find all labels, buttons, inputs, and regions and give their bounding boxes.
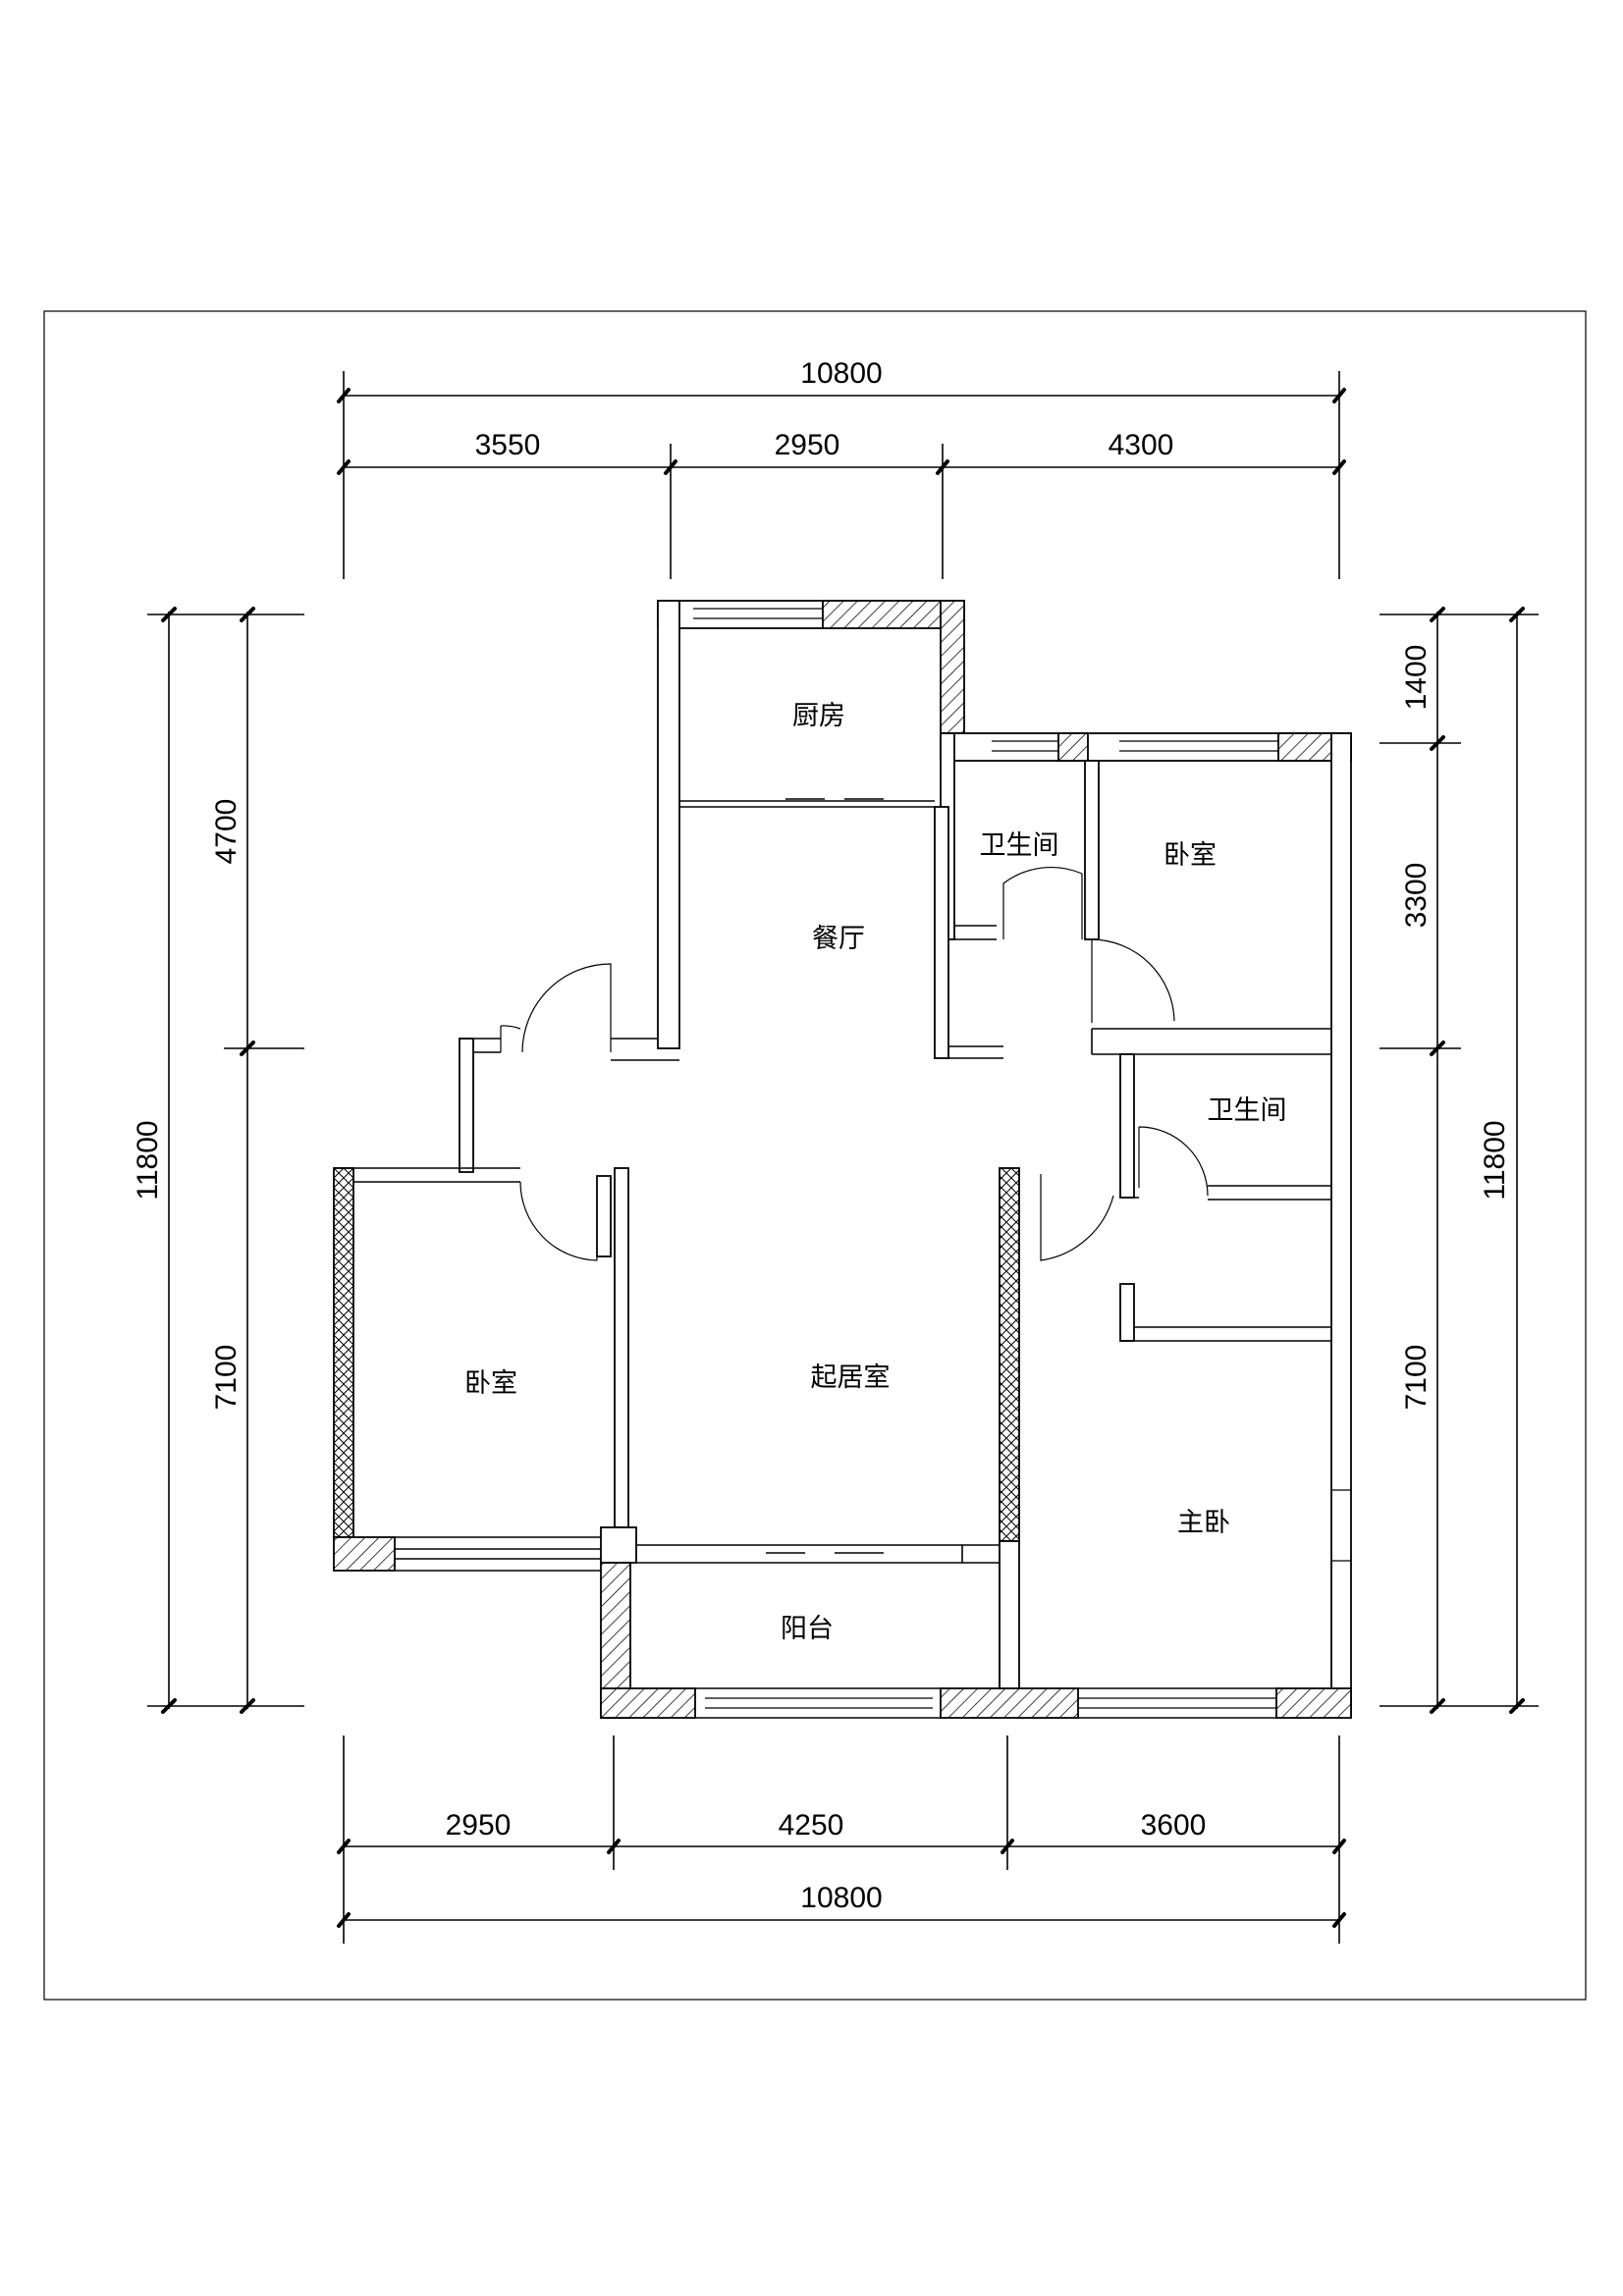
doors <box>500 798 1209 1554</box>
dim-top-seg-2: 2950 <box>775 429 840 461</box>
dim-right-total: 11800 <box>1479 1120 1511 1200</box>
dim-bottom-seg-1: 2950 <box>446 1809 512 1842</box>
room-label-bathroom-1: 卫生间 <box>980 830 1059 861</box>
dim-bottom-seg-2: 4250 <box>779 1809 844 1842</box>
dim-right-seg-1: 1400 <box>1400 645 1433 711</box>
dim-left-total: 11800 <box>132 1120 164 1200</box>
top-dimension-group: 10800 3550 2950 4300 <box>337 357 1346 579</box>
left-dimension-group: 11800 4700 7100 <box>132 607 304 1714</box>
right-dimension-group: 1400 3300 7100 11800 <box>1380 607 1539 1714</box>
dim-top-total: 10800 <box>800 357 882 390</box>
room-label-master-bedroom: 主卧 <box>1177 1508 1230 1538</box>
dim-left-seg-2: 7100 <box>210 1345 243 1411</box>
room-label-bedroom-ne: 卧室 <box>1163 840 1217 871</box>
walls <box>333 600 1352 1719</box>
room-label-bathroom-2: 卫生间 <box>1208 1095 1287 1126</box>
dim-bottom-total: 10800 <box>800 1882 882 1914</box>
room-label-bedroom-w: 卧室 <box>464 1368 517 1399</box>
sheet-border <box>43 310 1587 2001</box>
dim-right-seg-3: 7100 <box>1400 1345 1433 1411</box>
room-label-balcony: 阳台 <box>781 1614 834 1644</box>
dim-top-seg-1: 3550 <box>475 429 541 461</box>
room-label-kitchen: 厨房 <box>792 701 845 731</box>
bottom-dimension-group: 2950 4250 3600 10800 <box>337 1735 1346 1944</box>
dim-top-seg-3: 4300 <box>1109 429 1174 461</box>
dim-bottom-seg-3: 3600 <box>1141 1809 1207 1842</box>
dim-left-seg-1: 4700 <box>210 799 243 865</box>
room-labels: 厨房 餐厅 卫生间 卧室 卫生间 卧室 起居室 主卧 阳台 <box>464 701 1287 1644</box>
room-label-living: 起居室 <box>811 1362 891 1393</box>
room-label-dining: 餐厅 <box>812 924 865 954</box>
dim-right-seg-2: 3300 <box>1400 863 1433 929</box>
